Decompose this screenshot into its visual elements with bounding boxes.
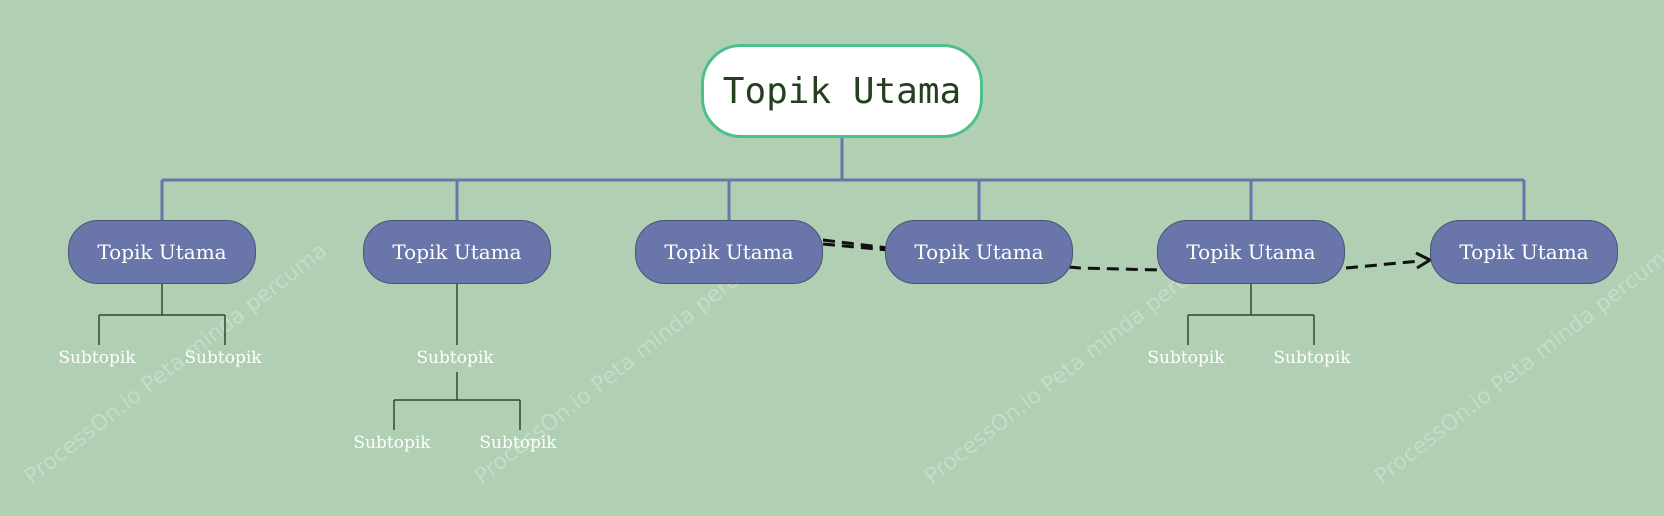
subtopic-node[interactable]: Subtopik [353, 433, 431, 453]
subtopic-node[interactable]: Subtopik [1273, 348, 1351, 368]
root-topic-label: Topik Utama [722, 70, 962, 112]
subtopic-node[interactable]: Subtopik [1147, 348, 1225, 368]
main-topic-node-6[interactable]: Topik Utama [1430, 220, 1618, 284]
main-topic-node-1[interactable]: Topik Utama [68, 220, 256, 284]
main-topic-label: Topik Utama [664, 240, 794, 264]
main-topic-node-4[interactable]: Topik Utama [885, 220, 1073, 284]
subtopic-node[interactable]: Subtopik [58, 348, 136, 368]
main-topic-node-3[interactable]: Topik Utama [635, 220, 823, 284]
main-topic-label: Topik Utama [914, 240, 1044, 264]
relation-line-3-4 [822, 238, 889, 250]
main-topic-node-5[interactable]: Topik Utama [1157, 220, 1345, 284]
subtopic-node[interactable]: Subtopik [184, 348, 262, 368]
arrowhead-icon [1415, 251, 1434, 270]
main-connectors [160, 138, 1526, 220]
main-topic-label: Topik Utama [392, 240, 522, 264]
root-topic-node[interactable]: Topik Utama [701, 44, 983, 138]
main-topic-label: Topik Utama [1459, 240, 1589, 264]
sub-connectors [98, 284, 1315, 430]
main-topic-node-2[interactable]: Topik Utama [363, 220, 551, 284]
subtopic-node[interactable]: Subtopik [416, 348, 494, 368]
main-topic-label: Topik Utama [97, 240, 227, 264]
subtopic-node[interactable]: Subtopik [479, 433, 557, 453]
main-topic-label: Topik Utama [1186, 240, 1316, 264]
relation-line-5-6 [1345, 259, 1421, 270]
